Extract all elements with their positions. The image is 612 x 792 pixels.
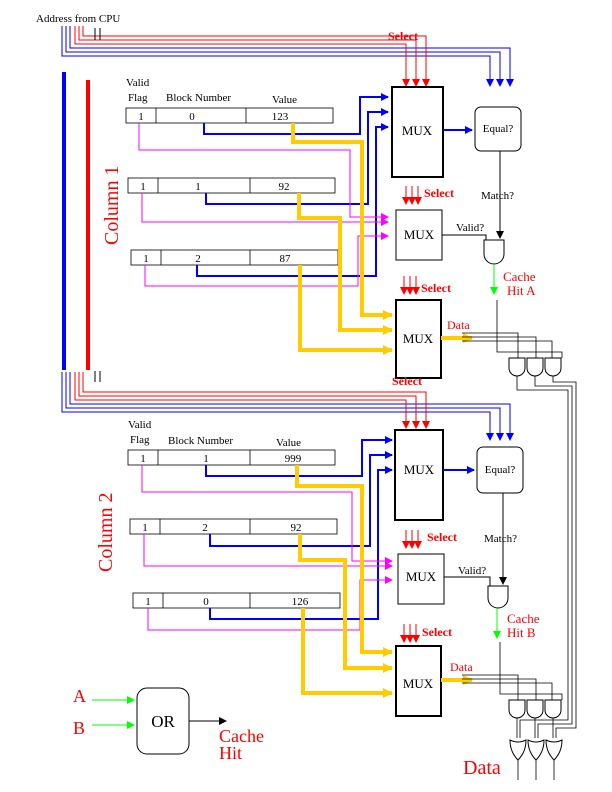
match-label: Match? <box>481 190 514 202</box>
mux-label: MUX <box>406 569 437 584</box>
and-gate-row <box>508 699 562 719</box>
mux-valid: MUX <box>395 209 443 261</box>
block-number-cell: 0 <box>189 111 195 123</box>
select-arrows <box>400 186 422 295</box>
address-lines-mid <box>61 371 514 441</box>
block-number-cell: 2 <box>202 522 208 534</box>
value-cell: 126 <box>292 596 309 608</box>
block-number-cell: 1 <box>203 453 209 465</box>
cache-hit-label: Cache <box>503 269 536 284</box>
cache-row: 1 1 92 <box>127 177 336 194</box>
value-header: Value <box>272 94 297 106</box>
column-1: Column 1 Valid Flag Block Number Value 1… <box>101 29 563 379</box>
select-label: Select <box>424 186 454 200</box>
cache-hit-label: Hit A <box>507 283 536 298</box>
address-bus-vertical <box>62 72 90 370</box>
select-label: Select <box>427 530 457 544</box>
column1-to-output-wires <box>516 376 577 738</box>
address-lines-top <box>61 26 514 87</box>
address-label: Address from CPU <box>36 13 120 25</box>
valid-flag-cell: 1 <box>140 181 146 193</box>
equal-label: Equal? <box>485 464 516 476</box>
and-gate <box>483 239 505 265</box>
data-label: Data <box>447 318 470 332</box>
output-data-label: Data <box>463 757 501 779</box>
block-number-cell: 0 <box>203 596 209 608</box>
or-input-a-label: A <box>73 686 86 706</box>
value-cell: 92 <box>279 181 290 193</box>
block-number-header: Block Number <box>168 435 233 447</box>
cache-hit-output-label: Hit <box>219 743 242 763</box>
equal-comparator: Equal? <box>476 446 524 494</box>
cache-row: 1 2 87 <box>130 249 339 266</box>
or-input-b-label: B <box>73 718 85 738</box>
and-gate-row <box>508 357 562 377</box>
output-lines <box>517 760 555 780</box>
select-label: Select <box>422 625 452 639</box>
or-gate-label: OR <box>151 712 175 731</box>
mux-block: MUX <box>391 86 444 178</box>
or-gate-section: A B OR Cache Hit <box>73 686 264 763</box>
value-lines <box>295 465 393 698</box>
select-label: Select <box>421 281 451 295</box>
value-header: Value <box>276 437 301 449</box>
mux-value: MUX <box>395 299 442 379</box>
valid-line <box>444 576 491 586</box>
cache-hit-output-label: Cache <box>219 726 264 746</box>
select-label: Select <box>388 29 418 43</box>
mux-label: MUX <box>404 462 435 477</box>
equal-label: Equal? <box>483 123 514 135</box>
mux-label: MUX <box>404 227 435 242</box>
block-number-cell: 1 <box>195 181 201 193</box>
column-title: Column 1 <box>101 166 123 245</box>
valid-flag-cell: 1 <box>145 596 151 608</box>
column-2: Column 2 Valid Flag Block Number Value 1… <box>95 374 563 719</box>
valid-flag-cell: 1 <box>143 253 149 265</box>
equal-comparator: Equal? <box>474 106 522 152</box>
cache-hit-label: Cache <box>507 611 540 626</box>
data-out-wires <box>462 300 563 358</box>
valid-flag-cell: 1 <box>142 522 148 534</box>
match-label: Match? <box>484 533 517 545</box>
valid-flag-cell: 1 <box>138 111 144 123</box>
output-or-gates <box>509 739 563 761</box>
mux-block: MUX <box>394 429 444 521</box>
valid-label: Valid? <box>458 565 486 577</box>
column-title: Column 2 <box>95 493 117 572</box>
mux-label: MUX <box>402 123 433 138</box>
valid-line <box>442 234 487 241</box>
mux-value: MUX <box>395 645 442 717</box>
mux-label: MUX <box>403 676 434 691</box>
block-number-header: Block Number <box>166 92 231 104</box>
flag-header: Flag <box>128 92 148 104</box>
block-number-lines <box>205 436 393 620</box>
cache-row: 1 0 126 <box>132 592 341 609</box>
flag-header: Flag <box>130 434 150 446</box>
data-label: Data <box>450 660 473 674</box>
cache-row: 1 0 123 <box>125 107 334 124</box>
block-number-cell: 2 <box>195 253 201 265</box>
mux-label: MUX <box>403 331 434 346</box>
valid-header: Valid <box>128 419 152 431</box>
data-out-wires <box>462 642 563 700</box>
cache-hit-label: Hit B <box>507 625 536 640</box>
and-gate <box>487 585 509 609</box>
cache-row: 1 2 92 <box>129 518 338 535</box>
block-number-lines <box>196 93 389 277</box>
value-lines <box>291 123 393 355</box>
valid-flag-cell: 1 <box>140 453 146 465</box>
select-arrows <box>400 530 422 643</box>
value-cell: 87 <box>280 253 292 265</box>
cache-row: 1 1 999 <box>127 449 336 466</box>
select-label: Select <box>392 374 422 388</box>
valid-header: Valid <box>126 77 150 89</box>
value-cell: 123 <box>272 111 289 123</box>
value-cell: 92 <box>291 522 302 534</box>
mux-valid: MUX <box>397 553 445 605</box>
valid-label: Valid? <box>456 222 484 234</box>
value-cell: 999 <box>285 453 302 465</box>
